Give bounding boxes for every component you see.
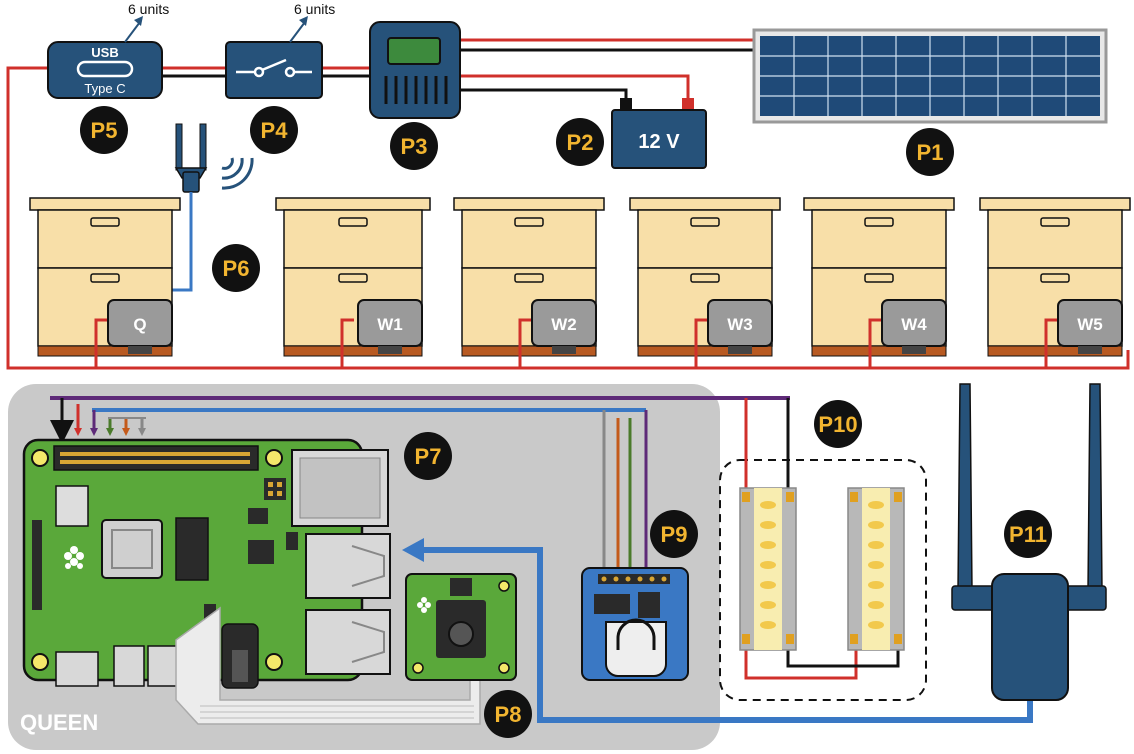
usb-label: USB — [91, 45, 118, 60]
led-strip-right — [847, 487, 905, 651]
svg-text:P4: P4 — [261, 118, 289, 143]
power-switch — [225, 16, 323, 99]
hive-w4: W4 — [803, 197, 955, 368]
svg-text:P11: P11 — [1009, 522, 1047, 547]
controller-display — [387, 37, 441, 65]
label-badge-p1: P1 — [906, 128, 954, 176]
hive-label: W4 — [901, 315, 927, 334]
label-badge-p4: P4 — [250, 106, 298, 154]
svg-text:P10: P10 — [818, 412, 857, 437]
label-badge-p7: P7 — [404, 432, 452, 480]
hive-w3: W3 — [629, 197, 781, 368]
raspberry-logo-icon — [64, 546, 84, 569]
usb-port-bottom — [305, 609, 391, 675]
label-badge-p3: P3 — [390, 122, 438, 170]
label-badge-p11: P11 — [1004, 510, 1052, 558]
power-bus-red — [6, 66, 1130, 370]
usb-cable-wifi — [420, 547, 1033, 723]
usb-port-top — [305, 533, 391, 599]
hive-row: Q W1 W2 W3 W4 W5 — [29, 197, 1131, 368]
battery-voltage: 12 V — [638, 131, 680, 153]
queen-label: QUEEN — [20, 710, 98, 735]
solar-panel — [752, 28, 1108, 124]
svg-text:P2: P2 — [567, 130, 594, 155]
svg-text:P3: P3 — [401, 134, 428, 159]
label-badge-p5: P5 — [80, 106, 128, 154]
label-badge-p6: P6 — [212, 244, 260, 292]
svg-text:P6: P6 — [223, 256, 250, 281]
charge-controller — [369, 21, 461, 119]
hive-label: W1 — [377, 315, 403, 334]
usb-type-c-port: USB Type C — [47, 16, 163, 99]
hive-q: Q — [29, 197, 181, 368]
hive-label: W2 — [551, 315, 577, 334]
cpu-chip — [101, 519, 163, 579]
svg-text:P9: P9 — [661, 522, 688, 547]
hive-w2: W2 — [453, 197, 605, 368]
camera-module — [405, 573, 517, 681]
hive-label: Q — [133, 315, 146, 334]
camera-lens-icon — [448, 621, 474, 647]
hive-label: W3 — [727, 315, 753, 334]
battery: 12 V — [611, 98, 707, 169]
raspberry-pi-board — [22, 438, 391, 689]
svg-text:P1: P1 — [917, 140, 944, 165]
rtc-module — [581, 567, 689, 681]
type-c-label: Type C — [84, 81, 125, 96]
switch-units-note: 6 units — [294, 1, 335, 17]
label-badge-p8: P8 — [484, 690, 532, 738]
svg-text:P7: P7 — [415, 444, 442, 469]
label-badge-p9: P9 — [650, 510, 698, 558]
wifi-signal-icon — [221, 157, 254, 190]
svg-text:P8: P8 — [495, 702, 522, 727]
wifi-antenna — [174, 123, 254, 193]
led-enclosure — [719, 459, 927, 701]
switch-icon — [261, 58, 287, 72]
coin-cell-icon — [616, 618, 656, 650]
hive-w5: W5 — [979, 197, 1131, 368]
hive-w1: W1 — [275, 197, 431, 368]
usb-units-note: 6 units — [128, 1, 169, 17]
usb-c-connector-icon — [76, 60, 134, 78]
hive-label: W5 — [1077, 315, 1103, 334]
svg-text:P5: P5 — [91, 118, 118, 143]
led-strip-left — [739, 487, 797, 651]
wifi-extender — [951, 383, 1107, 701]
label-badge-p2: P2 — [556, 118, 604, 166]
label-badge-p10: P10 — [814, 400, 862, 448]
gpio-header — [53, 445, 259, 471]
